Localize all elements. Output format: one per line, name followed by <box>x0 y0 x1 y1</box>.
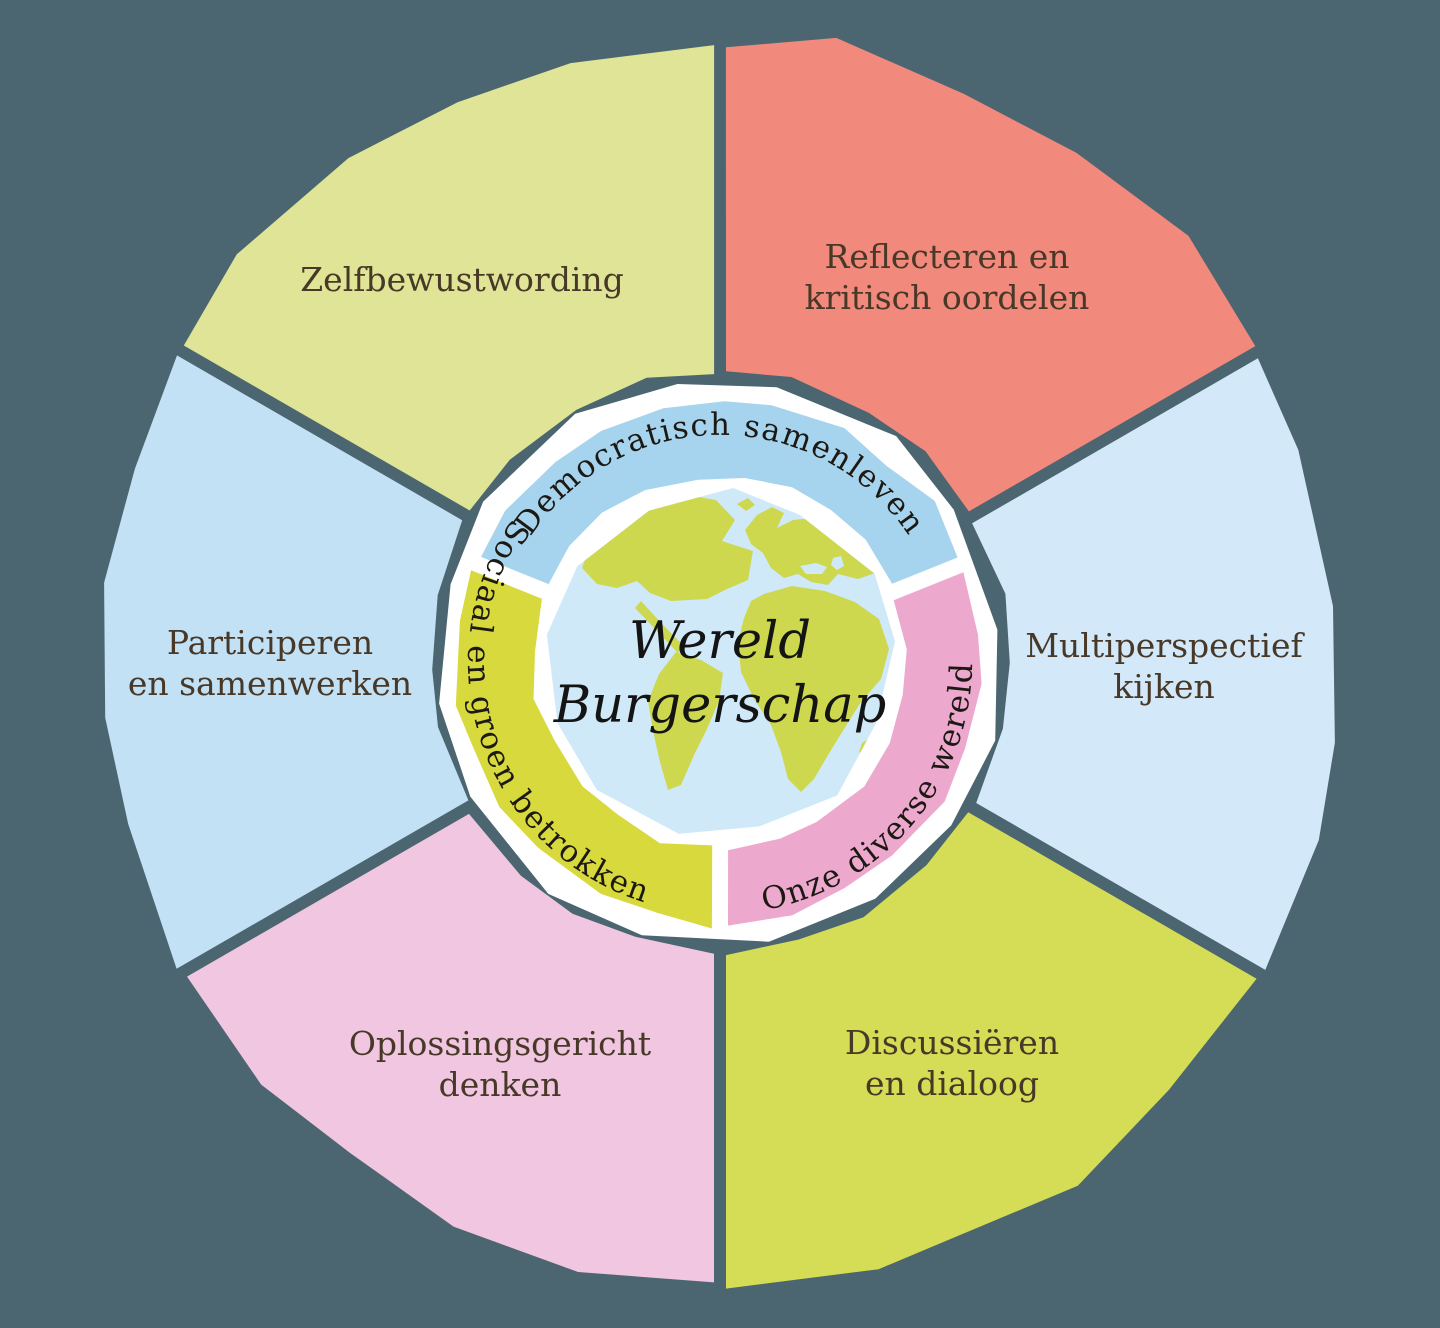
label-reflecteren-line2: kritisch oordelen <box>805 278 1090 317</box>
sea-caspian-sea <box>831 556 844 570</box>
label-participeren-line2: en samenwerken <box>128 664 412 703</box>
outer-segment-oplossingsgericht <box>187 813 714 1283</box>
land-africa <box>738 586 889 792</box>
label-discussieren-line1: Discussiëren <box>845 1023 1059 1062</box>
label-reflecteren-line1: Reflecteren en <box>824 237 1069 276</box>
land-central-america <box>635 601 684 653</box>
outer-segment-participeren <box>104 355 469 969</box>
center-title: Wereld Burgerschap <box>553 612 887 735</box>
label-oplossingsgericht-line2: denken <box>439 1065 562 1104</box>
label-discussieren-line2: en dialoog <box>865 1064 1039 1103</box>
wheel-shapes <box>104 37 1335 1289</box>
title-line-2: Burgerschap <box>553 676 887 735</box>
outer-segment-reflecteren <box>725 37 1256 512</box>
land-island <box>737 498 755 511</box>
outer-segment-zelfbewustwording <box>183 45 715 511</box>
inner-segment-sociaal <box>455 570 713 929</box>
inner-segment-democratisch <box>481 401 958 585</box>
outer-segment-labels: Reflecteren en kritisch oordelen Zelfbew… <box>128 237 1306 1104</box>
label-participeren-line1: Participeren <box>167 623 373 662</box>
land-south-america <box>648 652 723 790</box>
label-multiperspectief-line2: kijken <box>1113 667 1215 706</box>
title-line-1: Wereld <box>629 612 811 671</box>
outer-segment-discussieren <box>726 812 1257 1289</box>
outer-segment-multiperspectief <box>972 358 1335 970</box>
label-multiperspectief-line1: Multiperspectief <box>1025 626 1305 665</box>
label-zelfbewustwording: Zelfbewustwording <box>300 260 624 299</box>
sea-black-sea <box>800 563 827 574</box>
label-oplossingsgericht-line1: Oplossingsgericht <box>349 1024 651 1063</box>
inner-segment-onze <box>728 572 982 926</box>
